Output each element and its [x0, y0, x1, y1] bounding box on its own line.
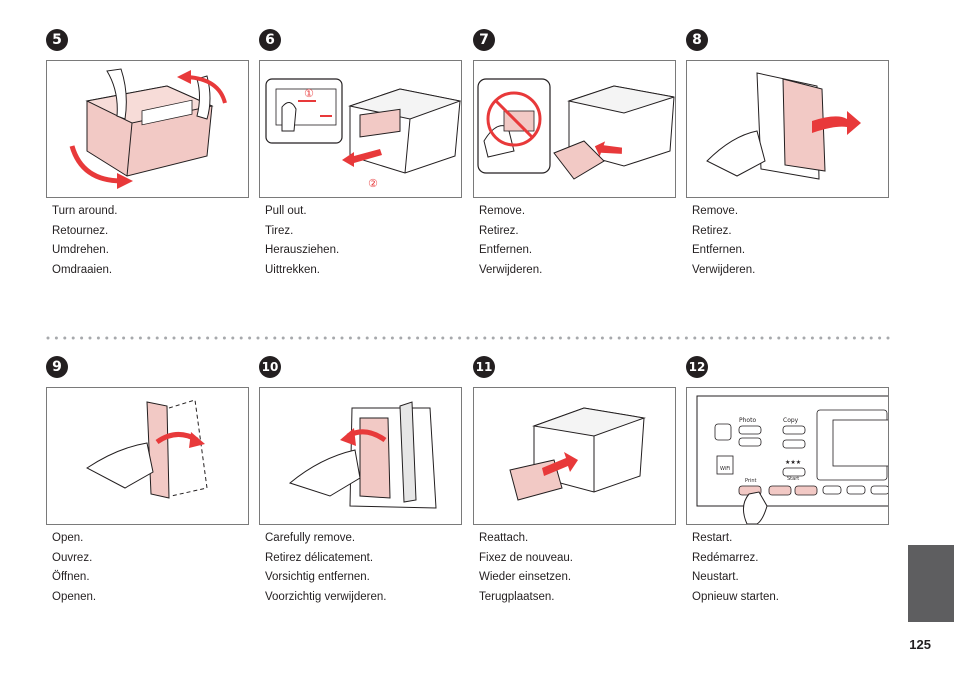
wifi-label: WiFi	[720, 466, 730, 472]
caption-line: Remove.	[692, 205, 739, 217]
start-label: Start	[787, 476, 799, 482]
caption-line: Omdraaien.	[52, 263, 113, 276]
illustration-pull-out: ① ②	[259, 60, 462, 198]
caption-line: Entfernen.	[692, 244, 746, 256]
caption-line: Carefully remove.	[265, 532, 356, 544]
caption-line: Retirez.	[479, 224, 519, 237]
caption-line: Retirez délicatement.	[265, 551, 374, 564]
caption-line: Entfernen.	[479, 244, 533, 256]
step-caption-7: Remove. Retirez. Entfernen. Verwijderen.	[479, 202, 679, 280]
caption-line: Verwijderen.	[692, 263, 756, 276]
caption-line: Open.	[52, 532, 84, 544]
illustration-remove-unit	[686, 60, 889, 198]
caption-line: Opnieuw starten.	[692, 590, 779, 603]
caption-line: Redémarrez.	[692, 551, 759, 564]
step-caption-6: Pull out. Tirez. Herausziehen. Uittrekke…	[265, 202, 465, 280]
step-number-5: 5	[46, 29, 68, 51]
illustration-turn-around	[46, 60, 249, 198]
callout-two: ②	[368, 177, 378, 190]
caption-line: Tirez.	[265, 224, 294, 237]
step-caption-12: Restart. Redémarrez. Neustart. Opnieuw s…	[692, 529, 892, 607]
step-number-10: 10	[259, 356, 281, 378]
caption-line: Herausziehen.	[265, 244, 340, 256]
caption-line: Retirez.	[692, 224, 732, 237]
caption-line: Öffnen.	[52, 571, 90, 583]
caption-line: Openen.	[52, 590, 97, 603]
step-number-6: 6	[259, 29, 281, 51]
illustration-open-cover	[46, 387, 249, 525]
callout-one: ①	[304, 87, 314, 100]
caption-line: Remove.	[479, 205, 526, 217]
step-number-11: 11	[473, 356, 495, 378]
illustration-remove-paper	[473, 60, 676, 198]
caption-line: Retournez.	[52, 224, 109, 237]
caption-line: Voorzichtig verwijderen.	[265, 590, 387, 603]
step-caption-9: Open. Ouvrez. Öffnen. Openen.	[52, 529, 252, 607]
caption-line: Pull out.	[265, 205, 307, 217]
photo-label: Photo	[739, 417, 756, 424]
caption-line: Reattach.	[479, 532, 529, 544]
step-number-7: 7	[473, 29, 495, 51]
page-number: 125	[909, 637, 931, 652]
caption-line: Restart.	[692, 532, 733, 544]
dotted-divider	[46, 336, 891, 340]
caption-line: Vorsichtig entfernen.	[265, 571, 370, 583]
step-number-9: 9	[46, 356, 68, 378]
illustration-reattach	[473, 387, 676, 525]
step-number-12: 12	[686, 356, 708, 378]
step-number-8: 8	[686, 29, 708, 51]
copy-label: Copy	[783, 417, 799, 424]
caption-line: Umdrehen.	[52, 244, 109, 256]
caption-line: Terugplaatsen.	[479, 590, 555, 603]
caption-line: Ouvrez.	[52, 551, 93, 564]
step-caption-5: Turn around. Retournez. Umdrehen. Omdraa…	[52, 202, 252, 280]
caption-line: Neustart.	[692, 571, 739, 583]
caption-line: Wieder einsetzen.	[479, 571, 572, 583]
caption-line: Verwijderen.	[479, 263, 543, 276]
caption-line: Fixez de nouveau.	[479, 551, 573, 564]
step-caption-10: Carefully remove. Retirez délicatement. …	[265, 529, 465, 607]
print-label: Print	[745, 478, 757, 484]
illustration-carefully-remove	[259, 387, 462, 525]
caption-line: Turn around.	[52, 205, 118, 217]
section-tab	[908, 545, 954, 622]
illustration-control-panel: WiFi Photo Copy ★★★ Print Start	[686, 387, 889, 525]
step-caption-8: Remove. Retirez. Entfernen. Verwijderen.	[692, 202, 892, 280]
stars-label: ★★★	[785, 459, 801, 466]
step-caption-11: Reattach. Fixez de nouveau. Wieder einse…	[479, 529, 679, 607]
caption-line: Uittrekken.	[265, 263, 320, 276]
